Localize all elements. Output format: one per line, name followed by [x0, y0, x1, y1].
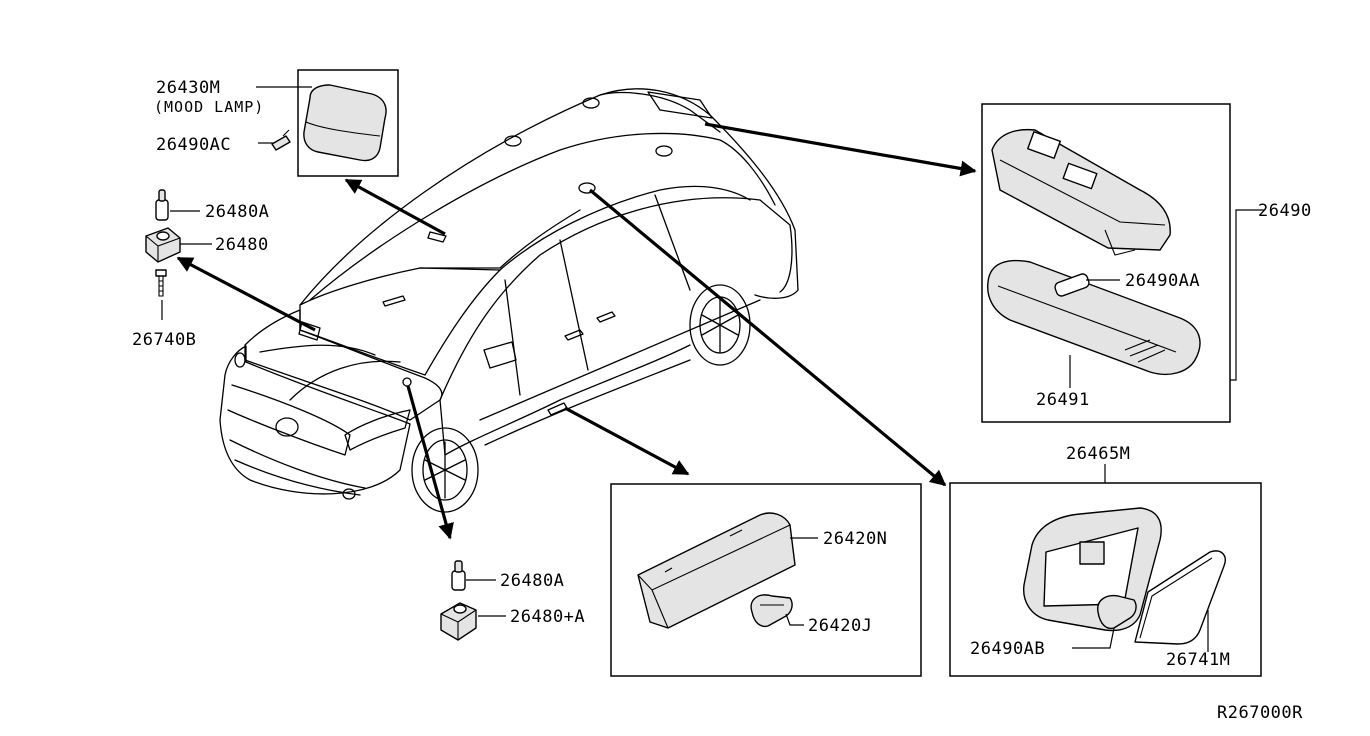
- drawing-number: R267000R: [1217, 703, 1303, 723]
- cargo-lamp-lens-part: [1134, 550, 1226, 645]
- label-26741m: 26741M: [1166, 650, 1230, 670]
- map-bulb-lower-part: [451, 560, 466, 591]
- step-lamp-box: [610, 483, 922, 677]
- arrow-mood-lamp: [344, 178, 446, 236]
- arrow-step-lamp: [564, 406, 690, 476]
- vehicle-illustration: [219, 88, 799, 513]
- label-26420j: 26420J: [808, 616, 872, 636]
- room-lamp-box: [981, 103, 1231, 423]
- label-26490ac: 26490AC: [156, 135, 231, 155]
- arrow-map-lamp-lower: [406, 385, 454, 540]
- mood-lamp-box: [297, 69, 399, 177]
- map-lamp-front-part: [145, 227, 181, 263]
- label-26480a-lower: 26480A: [500, 571, 564, 591]
- label-mood-lamp-note: (MOOD LAMP): [154, 98, 264, 116]
- label-26490: 26490: [1258, 201, 1312, 221]
- label-26430m: 26430M: [156, 78, 220, 98]
- label-26480: 26480: [215, 235, 269, 255]
- map-bulb-front-part: [155, 189, 169, 221]
- label-26740b: 26740B: [132, 330, 196, 350]
- room-lamp-lens-part: [987, 259, 1201, 376]
- label-26490aa: 26490AA: [1125, 271, 1200, 291]
- mood-lamp-part: [303, 84, 387, 162]
- part-labels: 26430M (MOOD LAMP) 26490AC 26480A 26480 …: [132, 78, 1312, 723]
- room-lamp-housing-part: [991, 128, 1171, 256]
- arrow-room-lamp: [704, 122, 977, 177]
- arrow-map-lamp-front: [176, 256, 316, 332]
- arrow-cargo-lamp: [588, 188, 947, 487]
- label-26490ab: 26490AB: [970, 639, 1045, 659]
- screw-part: [155, 269, 167, 297]
- label-26480-plus-a: 26480+A: [510, 607, 585, 627]
- cargo-lamp-bulb-part: [1097, 594, 1137, 630]
- mood-lamp-bulb-part: [271, 129, 291, 151]
- callout-arrows: [176, 122, 977, 540]
- step-lamp-part: [637, 512, 796, 629]
- label-26480a-front: 26480A: [205, 202, 269, 222]
- label-26465m: 26465M: [1066, 444, 1130, 464]
- room-lamp-bulb-part: [1054, 273, 1090, 297]
- label-26491: 26491: [1036, 390, 1090, 410]
- map-lamp-lower-part: [440, 602, 477, 641]
- step-lamp-bulb-part: [750, 594, 793, 628]
- leader-lines: [161, 86, 1265, 652]
- cargo-lamp-housing-part: [1023, 507, 1162, 632]
- label-26420n: 26420N: [823, 529, 887, 549]
